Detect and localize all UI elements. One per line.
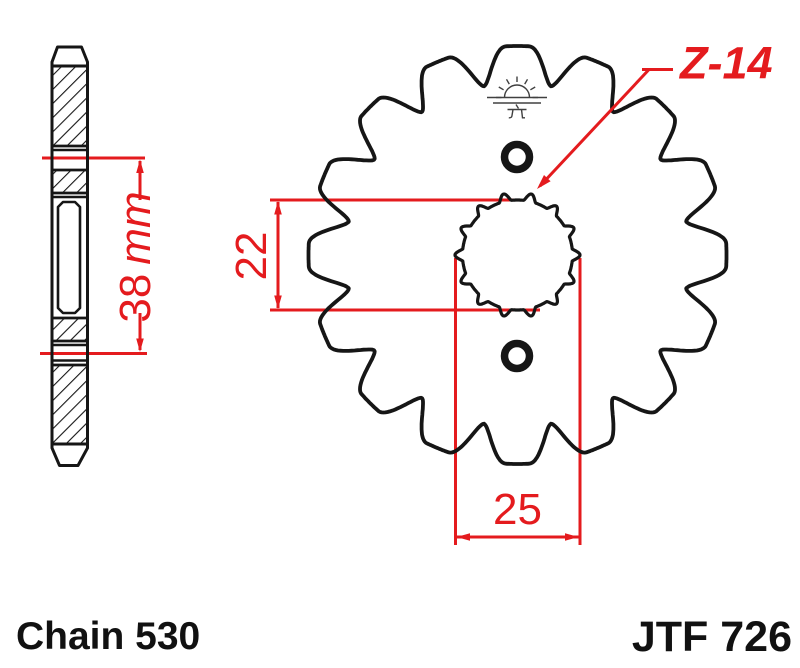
teeth-count-label: Z-14 [678, 38, 773, 89]
dimension-22 [270, 198, 540, 312]
dim-22-label: 22 [227, 232, 276, 281]
model-number-label: JTF 726 [632, 613, 792, 661]
dim-38mm-label: 38mm [111, 191, 160, 322]
sprocket-teeth-outline [306, 44, 729, 466]
dimension-annotations: 22 25 38mm Z-14 [111, 38, 773, 541]
hub-cross-section [50, 45, 89, 467]
hub-top-tip [50, 45, 89, 68]
hub-hatch-upper-small [50, 168, 89, 195]
lightening-hole-bottom [500, 339, 534, 373]
hub-hatch-lower [50, 363, 89, 446]
lightening-hole-top [500, 140, 534, 174]
hub-bottom-tip [50, 442, 89, 467]
leader-z14 [538, 68, 673, 188]
hub-bore-window [56, 200, 82, 315]
sprocket-front-view [306, 44, 729, 466]
dim-25-label: 25 [493, 485, 542, 534]
jt-logo [487, 76, 547, 119]
jt-monogram [507, 104, 527, 119]
hub-hatch-lower-small [50, 316, 89, 343]
sun-rays-icon [496, 76, 538, 99]
chain-size-label: Chain 530 [16, 615, 200, 658]
hub-hatch-upper [50, 64, 89, 148]
dimension-lines-under [40, 156, 582, 545]
spline-bore [453, 192, 582, 318]
dimension-25 [454, 258, 582, 545]
sun-dome-icon [503, 84, 531, 98]
